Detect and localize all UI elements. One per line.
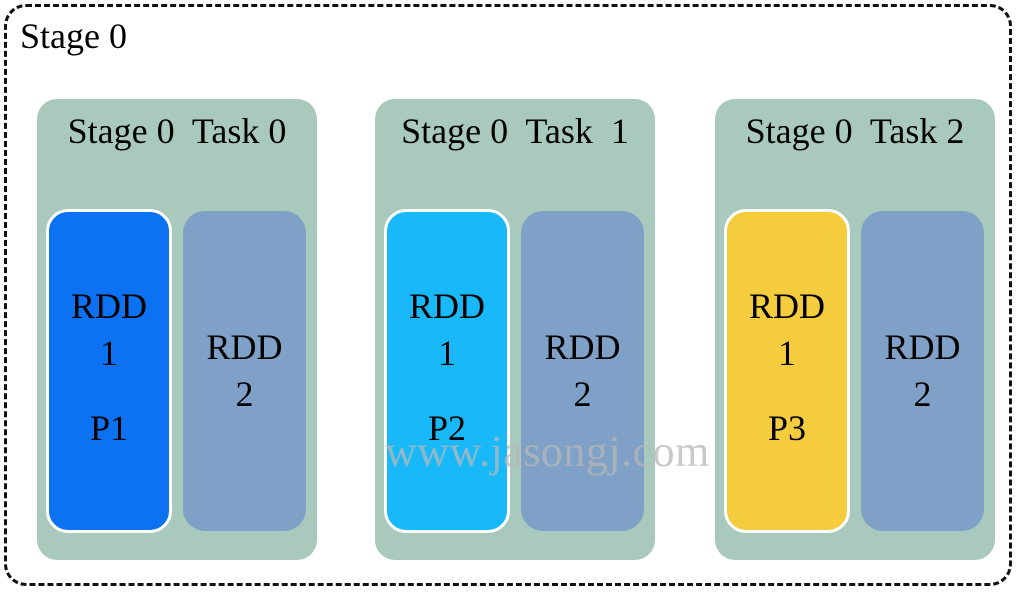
task-2-box: Stage 0 Task 2 RDD 1 P3 RDD 2 <box>715 99 995 560</box>
rdd2-name: RDD <box>544 327 621 367</box>
task-0-box: Stage 0 Task 0 RDD 1 P1 RDD 2 <box>37 99 317 560</box>
rdd2-name: RDD <box>884 327 961 367</box>
task-0-title: Stage 0 Task 0 <box>67 111 287 151</box>
rdd2-number: 2 <box>913 374 932 414</box>
task-0-rdd2-block: RDD 2 <box>183 211 306 531</box>
task-1-title: Stage 0 Task 1 <box>401 111 629 151</box>
task-1-rdd1-partition-block: RDD 1 P2 <box>384 209 510 533</box>
rdd2-number: 2 <box>573 374 592 414</box>
rdd2-number: 2 <box>235 374 254 414</box>
rdd1-number: 1 <box>438 333 456 373</box>
rdd1-name: RDD <box>748 286 825 326</box>
task-1-box: Stage 0 Task 1 RDD 1 P2 RDD 2 <box>375 99 655 560</box>
task-2-title: Stage 0 Task 2 <box>745 111 965 151</box>
stage-label: Stage 0 <box>20 16 127 56</box>
stage-0-boundary <box>4 4 1012 586</box>
task-1-rdd2-block: RDD 2 <box>521 211 644 531</box>
rdd1-name: RDD <box>70 286 147 326</box>
rdd1-number: 1 <box>778 333 796 373</box>
task-2-rdd2-block: RDD 2 <box>861 211 984 531</box>
partition-label: P1 <box>89 408 129 448</box>
rdd1-name: RDD <box>408 286 485 326</box>
task-2-rdd1-partition-block: RDD 1 P3 <box>724 209 850 533</box>
partition-label: P2 <box>427 408 467 448</box>
partition-label: P3 <box>767 408 807 448</box>
watermark: www.jasongj.com <box>385 427 710 476</box>
rdd1-number: 1 <box>100 333 118 373</box>
task-0-rdd1-partition-block: RDD 1 P1 <box>46 209 172 533</box>
rdd2-name: RDD <box>206 327 283 367</box>
